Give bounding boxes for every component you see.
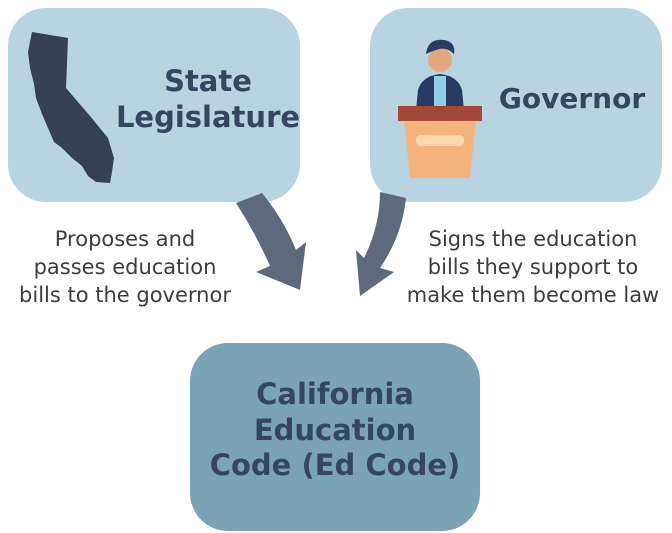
governor-box: Governor (370, 8, 662, 202)
podium-plate (416, 135, 464, 146)
arrow-icon (236, 193, 306, 290)
title-line: Code (Ed Code) (209, 448, 461, 483)
caption-line: bills they support to (427, 254, 639, 279)
caption-line: Proposes and (54, 227, 196, 251)
state-legislature-title: State Legislature (108, 64, 308, 135)
legislature-caption: Proposes and passes education bills to t… (0, 226, 250, 310)
caption-line: bills to the governor (19, 282, 231, 307)
arrow-icon (356, 192, 406, 296)
california-map-icon (28, 32, 114, 183)
governor-podium-icon (398, 39, 482, 178)
education-code-box: California Education Code (Ed Code) (190, 343, 480, 531)
governor-hair (426, 39, 455, 54)
governor-head (428, 48, 452, 72)
podium-top (398, 106, 482, 121)
caption-line: passes education (33, 254, 217, 279)
governor-shirt (434, 76, 446, 110)
governor-caption: Signs the education bills they support t… (392, 226, 672, 310)
title-line: California (256, 377, 414, 411)
title-line: Legislature (115, 99, 301, 134)
caption-line: make them become law (406, 282, 660, 307)
title-line: State (164, 64, 252, 98)
caption-line: Signs the education (428, 227, 638, 251)
state-legislature-box: State Legislature (8, 8, 300, 202)
title-line: Education (253, 412, 417, 447)
governor-title: Governor (498, 82, 646, 115)
education-code-title: California Education Code (Ed Code) (190, 377, 480, 484)
